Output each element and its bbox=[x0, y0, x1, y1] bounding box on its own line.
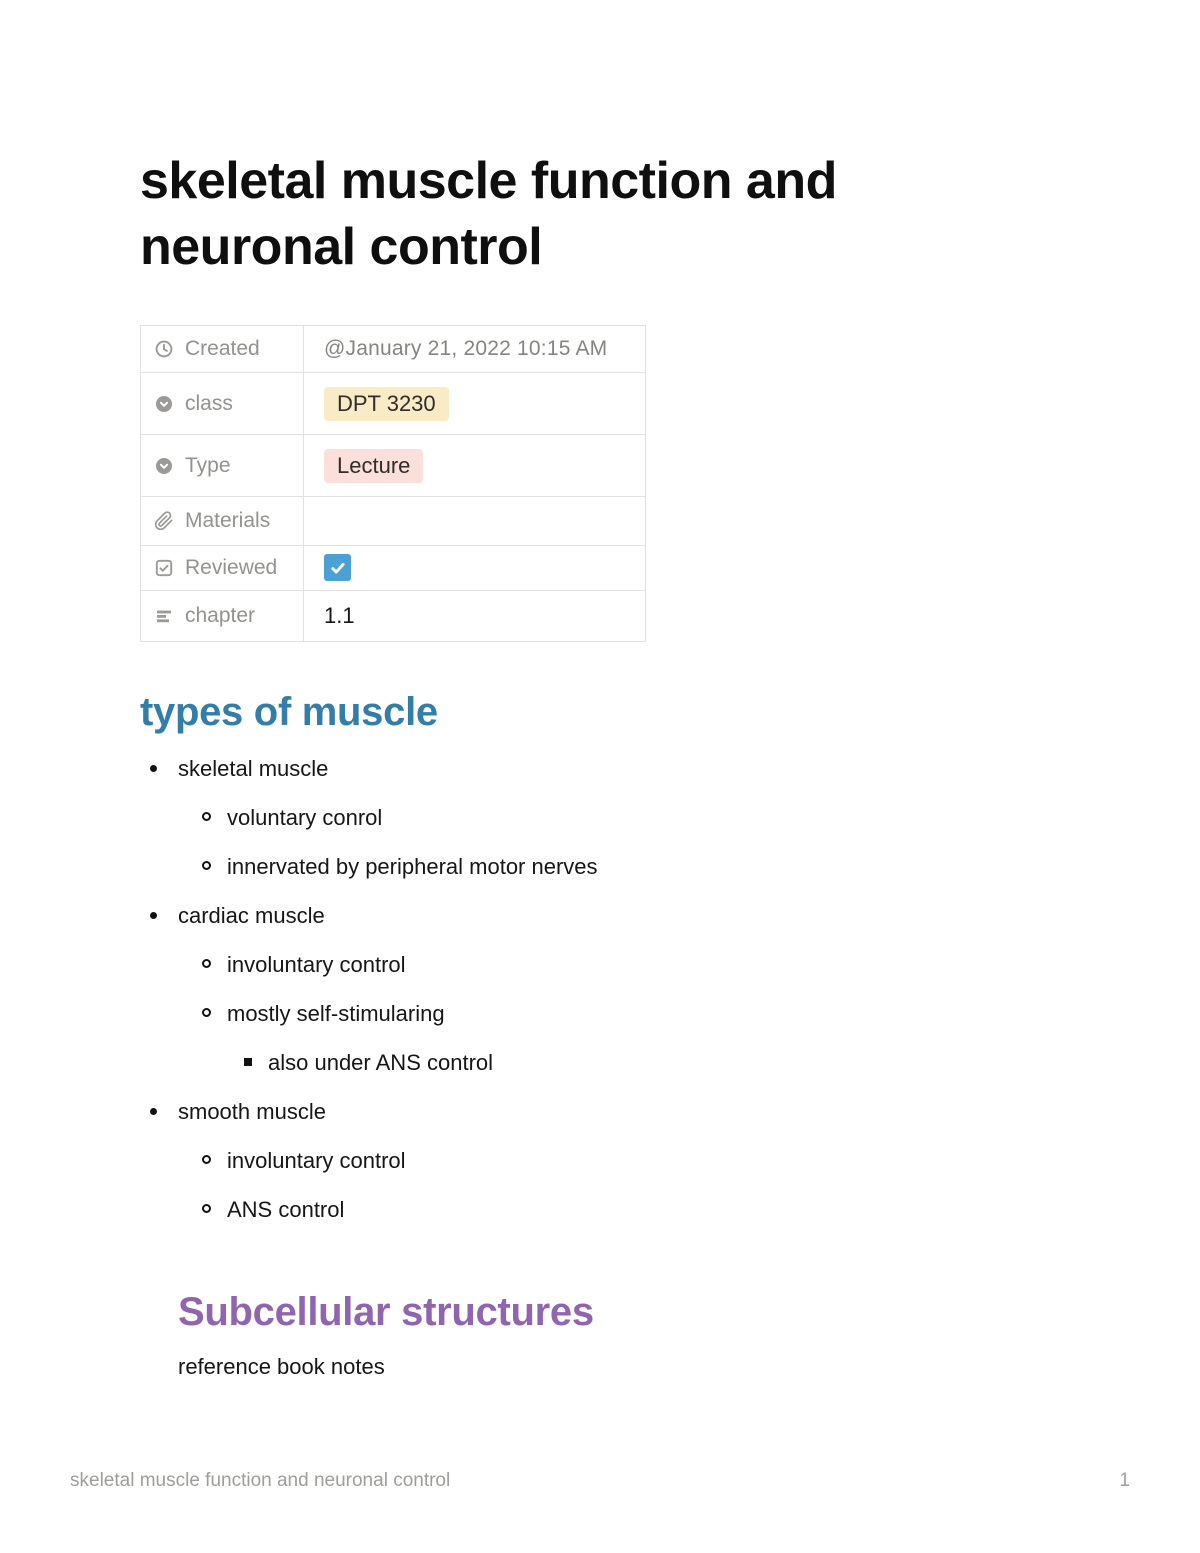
property-label: Reviewed bbox=[185, 556, 278, 579]
select-chevron-icon bbox=[154, 456, 174, 476]
list-item: ANS control bbox=[140, 1197, 1070, 1222]
clock-icon bbox=[154, 339, 174, 359]
materials-empty-value bbox=[303, 496, 646, 546]
property-row-chapter: chapter 1.1 bbox=[140, 590, 646, 642]
page-content: skeletal muscle function and neuronal co… bbox=[140, 148, 1070, 1379]
reviewed-checkbox-checked bbox=[324, 554, 351, 582]
property-row-class: class DPT 3230 bbox=[140, 372, 646, 435]
properties-table: Created @January 21, 2022 10:15 AM class bbox=[140, 325, 646, 642]
property-label: Created bbox=[185, 337, 260, 360]
circle-bullet-icon bbox=[202, 1008, 211, 1017]
disc-bullet-icon bbox=[150, 912, 157, 919]
property-row-reviewed: Reviewed bbox=[140, 545, 646, 591]
circle-bullet-icon bbox=[202, 861, 211, 870]
list-item: innervated by peripheral motor nerves bbox=[140, 854, 1070, 879]
circle-bullet-icon bbox=[202, 1204, 211, 1213]
created-date-value: @January 21, 2022 10:15 AM bbox=[324, 337, 608, 360]
page-footer: skeletal muscle function and neuronal co… bbox=[70, 1470, 1130, 1492]
list-item: smooth muscle bbox=[140, 1099, 1070, 1124]
footer-page-number: 1 bbox=[1119, 1470, 1130, 1491]
page-title: skeletal muscle function and neuronal co… bbox=[140, 152, 837, 276]
list-item: cardiac muscle bbox=[140, 903, 1070, 928]
list-item: mostly self-stimularing bbox=[140, 1001, 1070, 1026]
paperclip-icon bbox=[154, 511, 174, 531]
list-item: skeletal muscle bbox=[140, 756, 1070, 781]
list-item: also under ANS control bbox=[140, 1050, 1070, 1075]
property-label: Materials bbox=[185, 509, 271, 532]
property-row-type: Type Lecture bbox=[140, 434, 646, 497]
property-row-materials: Materials bbox=[140, 496, 646, 546]
circle-bullet-icon bbox=[202, 812, 211, 821]
property-row-created: Created @January 21, 2022 10:15 AM bbox=[140, 325, 646, 373]
class-tag: DPT 3230 bbox=[324, 386, 449, 421]
list-item: involuntary control bbox=[140, 952, 1070, 977]
disc-bullet-icon bbox=[150, 1108, 157, 1115]
circle-bullet-icon bbox=[202, 959, 211, 968]
select-chevron-icon bbox=[154, 394, 174, 414]
type-tag: Lecture bbox=[324, 448, 424, 483]
section-heading-subcellular-structures: Subcellular structures bbox=[178, 1290, 594, 1334]
chapter-value: 1.1 bbox=[324, 603, 355, 628]
muscle-types-list: skeletal muscle voluntary conrol innerva… bbox=[140, 756, 1070, 1222]
text-lines-icon bbox=[154, 606, 174, 626]
property-label: class bbox=[185, 391, 233, 415]
disc-bullet-icon bbox=[150, 765, 157, 772]
property-label: Type bbox=[185, 453, 231, 477]
list-item: voluntary conrol bbox=[140, 805, 1070, 830]
footer-document-title: skeletal muscle function and neuronal co… bbox=[70, 1470, 451, 1491]
checkbox-outline-icon bbox=[154, 558, 174, 578]
circle-bullet-icon bbox=[202, 1155, 211, 1164]
check-icon bbox=[330, 562, 345, 574]
list-item: involuntary control bbox=[140, 1148, 1070, 1173]
property-label: chapter bbox=[185, 604, 256, 627]
subcellular-note: reference book notes bbox=[178, 1354, 385, 1379]
section-heading-types-of-muscle: types of muscle bbox=[140, 690, 438, 734]
square-bullet-icon bbox=[244, 1058, 252, 1066]
